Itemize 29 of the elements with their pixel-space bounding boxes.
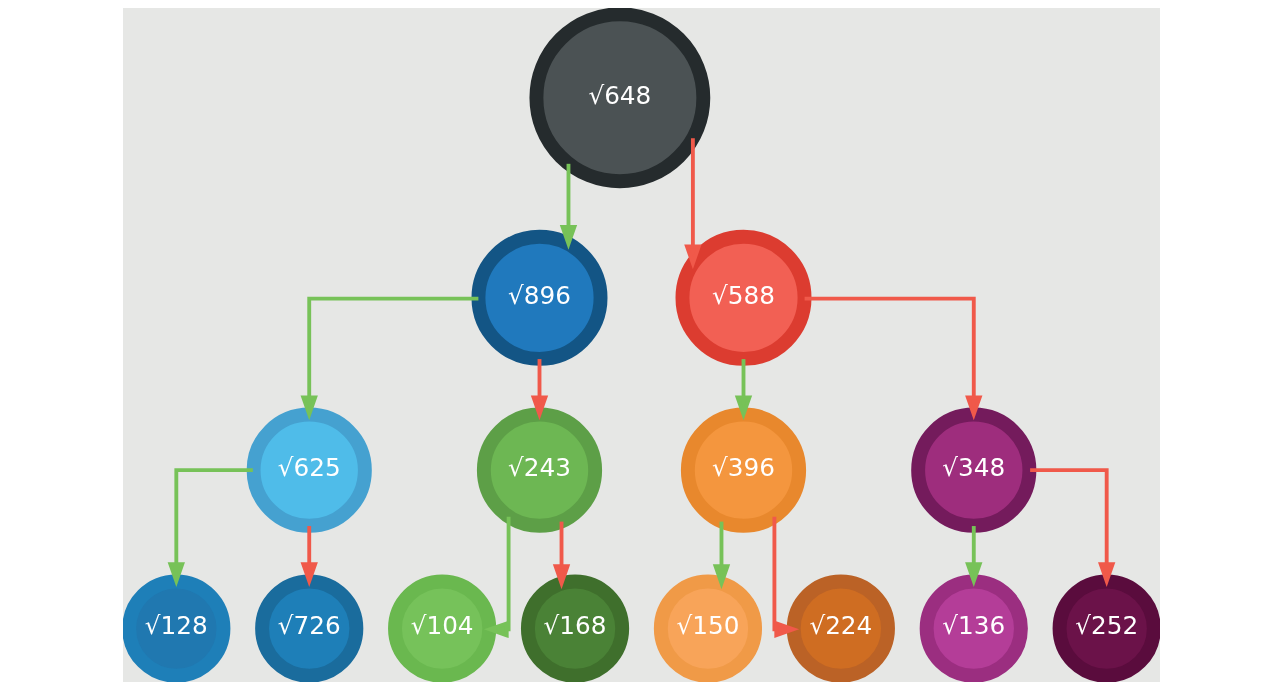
node-circle: √348 xyxy=(910,407,1036,533)
arrow xyxy=(734,359,752,421)
node-circle: √136 xyxy=(919,574,1028,682)
arrow xyxy=(683,138,702,270)
arrow xyxy=(964,526,982,587)
node-circle: √168 xyxy=(520,574,629,682)
arrow xyxy=(712,521,730,590)
node-circle: √128 xyxy=(122,574,230,682)
arrow xyxy=(530,359,548,421)
node-circle: √625 xyxy=(246,407,372,533)
arrow xyxy=(300,296,478,421)
node-circle: √396 xyxy=(680,407,806,533)
arrow xyxy=(483,516,510,639)
node-circle: √243 xyxy=(476,407,602,533)
arrow xyxy=(559,163,577,250)
node-circle: √150 xyxy=(653,574,762,682)
arrow xyxy=(1029,468,1115,587)
arrow xyxy=(167,468,253,587)
arrow xyxy=(300,526,318,587)
node-circle: √726 xyxy=(254,574,363,682)
node-circle: √104 xyxy=(387,574,496,682)
node-circle: √896 xyxy=(471,229,607,366)
node-circle: √224 xyxy=(786,574,895,682)
node-circle: √648 xyxy=(528,8,710,189)
node-circle: √252 xyxy=(1052,574,1160,682)
arrow xyxy=(552,521,570,590)
arrow xyxy=(772,516,799,639)
node-circle: √588 xyxy=(675,229,811,366)
arrow xyxy=(804,296,982,421)
